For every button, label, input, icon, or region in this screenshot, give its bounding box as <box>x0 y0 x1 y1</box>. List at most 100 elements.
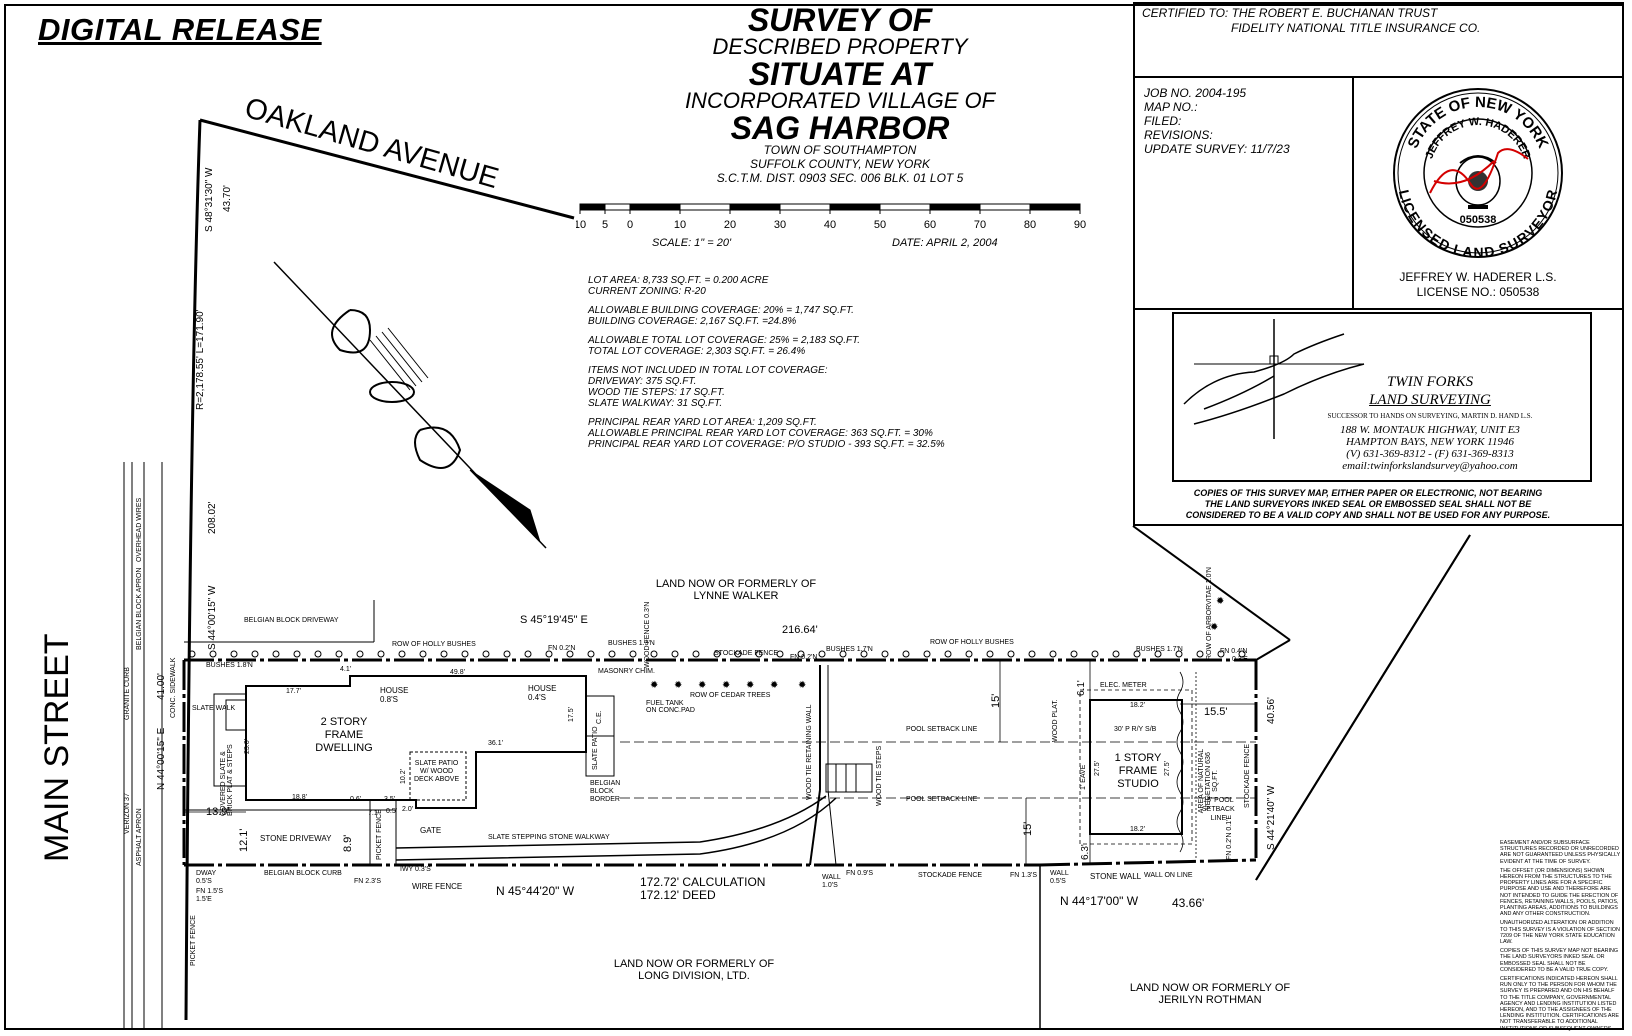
note-building-cov: BUILDING COVERAGE: 2,167 SQ.FT. =24.8% <box>588 316 797 327</box>
bush-icon <box>1028 650 1036 658</box>
picket-fence: PICKET FENCE <box>376 809 383 860</box>
arborvitae-label: ROW OF ARBORVITAE 1.0'N <box>1206 567 1213 660</box>
len-41: 4.1' <box>340 666 352 673</box>
bush-icon <box>461 650 469 658</box>
company-city: HAMPTON BAYS, NEW YORK 11946 <box>1346 436 1514 448</box>
bushes-17n-b: BUSHES 1.7'N <box>1136 646 1183 653</box>
company-phone: (V) 631-369-8312 - (F) 631-369-8313 <box>1346 448 1514 460</box>
copies-line-1: COPIES OF THIS SURVEY MAP, EITHER PAPER … <box>1193 488 1543 498</box>
long-division-label-1: LAND NOW OR FORMERLY OF <box>613 958 775 970</box>
vegetation-edge <box>1176 671 1184 853</box>
copies-line-2: THE LAND SURVEYORS INKED SEAL OR EMBOSSE… <box>1204 499 1532 509</box>
surveyor-name: JEFFREY W. HADERER L.S. <box>1399 270 1557 284</box>
bush-icon <box>1175 650 1183 658</box>
walker-label-1: LAND NOW OR FORMERLY OF <box>655 578 817 590</box>
bush-icon <box>608 650 616 658</box>
len-89: 8.9' <box>342 834 354 852</box>
studio-label-3: STUDIO <box>1117 778 1159 790</box>
fn-02n-b: FN 0.2'N <box>790 654 818 661</box>
len-20: 2.0' <box>402 806 414 813</box>
bush-icon <box>965 650 973 658</box>
rothman-label-2: JERILYN ROTHMAN <box>1158 994 1262 1006</box>
date-label: DATE: APRIL 2, 2004 <box>892 237 998 249</box>
digital-release-label: DIGITAL RELEASE <box>38 12 322 47</box>
bush-icon <box>818 650 826 658</box>
len-182-top: 18.2' <box>1130 702 1145 709</box>
note-driveway: DRIVEWAY: 375 SQ.FT. <box>588 376 697 387</box>
note-rear-cov: PRINCIPAL REAR YARD LOT COVERAGE: P/O ST… <box>588 439 945 450</box>
note-allow-building: ALLOWABLE BUILDING COVERAGE: 20% = 1,747… <box>588 305 854 316</box>
curve-data: R=2,178.55' L=171.90' <box>195 309 206 410</box>
wall-on-line: WALL ON LINE <box>1144 872 1193 879</box>
company-name-2: LAND SURVEYING <box>1369 392 1491 408</box>
cedar-tree-icon: ✹ <box>746 680 754 691</box>
covered-porch <box>213 693 247 787</box>
certified-to-2: FIDELITY NATIONAL TITLE INSURANCE CO. <box>1231 21 1481 35</box>
len-498: 49.8' <box>450 669 465 676</box>
north-arrow-icon <box>273 261 547 549</box>
masonry-chim: MASONRY CHIM. <box>598 668 655 675</box>
scale-tick-label: 70 <box>974 219 986 231</box>
company-address-block: 188 W. MONTAUK HIGHWAY, UNIT E3 HAMPTON … <box>1310 424 1550 472</box>
len-182-bottom: 18.2' <box>1130 826 1145 833</box>
bush-icon <box>440 650 448 658</box>
bearing-s44: S 44°00'15" W <box>207 585 218 651</box>
bush-icon <box>1196 650 1204 658</box>
info-panel <box>1133 2 1624 526</box>
note-total-cov: TOTAL LOT COVERAGE: 2,303 SQ.FT. = 26.4% <box>588 346 806 357</box>
walker-label-2: LYNNE WALKER <box>693 590 779 602</box>
slate-walk-label: SLATE WALK <box>192 705 236 712</box>
belgian-curb: BELGIAN BLOCK CURB <box>264 870 342 877</box>
note-allow-total: ALLOWABLE TOTAL LOT COVERAGE: 25% = 2,18… <box>588 335 861 346</box>
arborvitae-icon: ✹ <box>1210 622 1218 633</box>
len-102: 10.2' <box>400 769 407 784</box>
bush-icon <box>1049 650 1057 658</box>
info-divider <box>1352 78 1354 310</box>
holly-bushes <box>188 650 1246 658</box>
signature-icon <box>1429 148 1529 194</box>
bush-icon <box>314 650 322 658</box>
scale-tick-label: 5 <box>602 219 608 231</box>
verizon-label: VERIZON 37 <box>124 793 131 834</box>
stockade-bottom: STOCKADE FENCE <box>918 872 983 879</box>
iwy-label: IWY 0.3'S <box>400 866 431 873</box>
cedar-tree-icon: ✹ <box>698 680 706 691</box>
len-155: 15.5' <box>1204 706 1228 718</box>
bush-icon <box>1112 650 1120 658</box>
len-188: 18.8' <box>292 794 307 801</box>
bush-icon <box>524 650 532 658</box>
info-divider-2 <box>1133 308 1624 310</box>
retaining-wall-label: WOOD TIE RETAINING WALL <box>806 704 813 800</box>
bush-icon <box>545 650 553 658</box>
scale-tick-label: 30 <box>774 219 786 231</box>
len-05: 0.5' <box>386 808 398 815</box>
cedar-trees: ✹✹✹✹✹✹✹✹✹ <box>650 596 1224 691</box>
length-20802: 208.02' <box>207 501 218 535</box>
coverage-notes: LOT AREA: 8,733 SQ.FT. = 0.200 ACRE CURR… <box>588 275 945 450</box>
len-61: 6.1' <box>1076 680 1087 696</box>
holly-row-1: ROW OF HOLLY BUSHES <box>392 641 476 648</box>
scale-tick-label: 90 <box>1074 219 1086 231</box>
studio-label-2: FRAME <box>1118 765 1158 777</box>
oakland-avenue-line <box>199 118 575 220</box>
bush-icon <box>713 650 721 658</box>
len-236: 23.6' <box>244 739 251 754</box>
arborvitae-icon: ✹ <box>1216 596 1224 607</box>
conc-sidewalk-label: CONC. SIDEWALK <box>170 657 177 718</box>
front-bearing: N 44°00'15" E <box>156 727 167 790</box>
bush-icon <box>1238 650 1246 658</box>
certified-box <box>1133 2 1624 78</box>
house-label: 2 STORY FRAME DWELLING <box>312 716 376 755</box>
scale-tick-label: 20 <box>724 219 736 231</box>
belgian-driveway-label: BELGIAN BLOCK DRIVEWAY <box>244 617 339 624</box>
bush-icon <box>1217 650 1225 658</box>
update-survey: UPDATE SURVEY: 11/7/23 <box>1144 142 1290 156</box>
company-name-1: TWIN FORKS <box>1386 374 1474 390</box>
company-address: 188 W. MONTAUK HIGHWAY, UNIT E3 <box>1340 424 1520 436</box>
